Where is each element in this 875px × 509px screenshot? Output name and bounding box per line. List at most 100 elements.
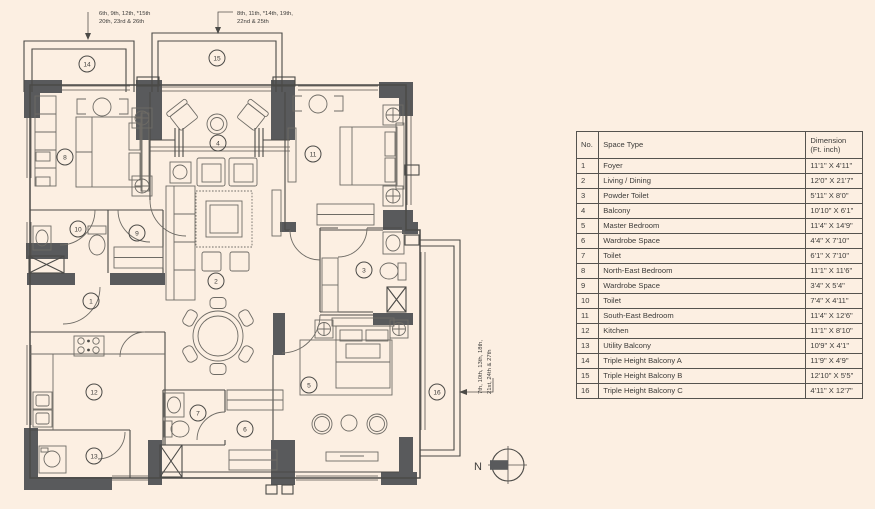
cell-space: Utility Balcony: [598, 338, 807, 354]
windows: [26, 85, 426, 495]
cell-no: 3: [575, 188, 600, 204]
cell-no: 16: [575, 383, 600, 399]
cell-no: 1: [575, 158, 600, 174]
cell-dim: 3'4" X 5'4": [805, 278, 863, 294]
floors-side-line1: 7th, 10th, 13th, 18th,: [478, 340, 484, 394]
cell-space: Master Bedroom: [598, 218, 807, 234]
room-marker-11: 11: [304, 145, 322, 163]
room-marker-14: 14: [78, 55, 96, 73]
balcony-furniture: [166, 98, 269, 135]
cell-space: Balcony: [598, 203, 807, 219]
floors-right-line1: 8th, 11th, *14th, 19th,: [237, 11, 293, 17]
cell-no: 2: [575, 173, 600, 189]
cell-dim: 4'4" X 7'10": [805, 233, 863, 249]
cell-dim: 11'4" X 12'6": [805, 308, 863, 324]
room-marker-10: 10: [69, 220, 87, 238]
room-marker-12: 12: [85, 383, 103, 401]
table-header-row: No. Space Type Dimension (Ft. inch): [575, 131, 863, 159]
cell-dim: 4'11" X 12'7": [805, 383, 863, 399]
floors-annotation-right: 8th, 11th, *14th, 19th, 22nd & 25th: [215, 11, 293, 34]
floors-left-line2: 20th, 23rd & 26th: [99, 19, 144, 25]
cell-dim: 12'0" X 21'7": [805, 173, 863, 189]
cell-dim: 6'1" X 7'10": [805, 248, 863, 264]
room-marker-8: 8: [56, 148, 74, 166]
service-shafts: [28, 255, 407, 478]
room-marker-13: 13: [85, 447, 103, 465]
room-marker-15: 15: [208, 49, 226, 67]
cell-dim: 11'9" X 4'9": [805, 353, 863, 369]
room-marker-label: 12: [90, 389, 98, 396]
cell-space: Foyer: [598, 158, 807, 174]
cell-space: Powder Toilet: [598, 188, 807, 204]
room-marker-label: 7: [196, 410, 200, 417]
door-arcs: [59, 199, 368, 460]
dining-table: [182, 297, 254, 375]
room-marker-label: 8: [63, 154, 67, 161]
southeast-bedroom-furniture: [287, 94, 405, 207]
header-no: No.: [575, 131, 600, 159]
cell-no: 12: [575, 323, 600, 339]
cell-space: Wardrobe Space: [598, 233, 807, 249]
utility-washer: [38, 445, 67, 474]
balcony-outlines: [23, 32, 461, 457]
floor-plan: 1 2 3 4 5 6 7 8 9 10 11 12 13 14 15 16 6…: [23, 11, 527, 495]
cell-no: 8: [575, 263, 600, 279]
room-marker-7: 7: [189, 404, 207, 422]
floors-annotation-side: 7th, 10th, 13th, 18th, 21st, 24th & 27th: [459, 340, 494, 395]
room-marker-3: 3: [355, 261, 373, 279]
cell-space: South-East Bedroom: [598, 308, 807, 324]
cell-no: 14: [575, 353, 600, 369]
cell-no: 7: [575, 248, 600, 264]
cell-no: 5: [575, 218, 600, 234]
floors-left-line1: 6th, 9th, 12th, *15th: [99, 11, 150, 17]
room-marker-label: 15: [213, 55, 221, 62]
room-markers: 1 2 3 4 5 6 7 8 9 10 11 12 13 14 15 16: [56, 49, 446, 465]
compass: N: [474, 446, 527, 484]
floors-right-line2: 22nd & 25th: [237, 19, 269, 25]
room-marker-label: 5: [307, 382, 311, 389]
room-marker-label: 14: [83, 61, 91, 68]
room-marker-16: 16: [428, 383, 446, 401]
room-marker-label: 9: [135, 230, 139, 237]
cell-dim: 10'9" X 4'1": [805, 338, 863, 354]
cell-dim: 12'10" X 5'5": [805, 368, 863, 384]
cell-dim: 7'4" X 4'11": [805, 293, 863, 309]
room-marker-6: 6: [236, 420, 254, 438]
northeast-bedroom-furniture: [35, 97, 153, 197]
room-marker-label: 2: [214, 278, 218, 285]
cell-dim: 11'1" X 4'11": [805, 158, 863, 174]
room-marker-9: 9: [128, 224, 146, 242]
room-marker-label: 6: [243, 426, 247, 433]
header-dimension: Dimension (Ft. inch): [805, 131, 863, 159]
room-marker-2: 2: [207, 272, 225, 290]
room-marker-label: 11: [310, 151, 317, 158]
cell-space: Toilet: [598, 248, 807, 264]
room-marker-label: 1: [89, 298, 93, 305]
living-room-furniture: [165, 157, 282, 301]
kitchen-furniture: [30, 335, 165, 430]
cell-space: Kitchen: [598, 323, 807, 339]
room-marker-1: 1: [82, 292, 100, 310]
toilet-fixtures: [32, 225, 407, 438]
north-label: N: [474, 461, 482, 473]
cell-no: 15: [575, 368, 600, 384]
cell-space: Triple Height Balcony C: [598, 383, 807, 399]
room-marker-5: 5: [300, 376, 318, 394]
